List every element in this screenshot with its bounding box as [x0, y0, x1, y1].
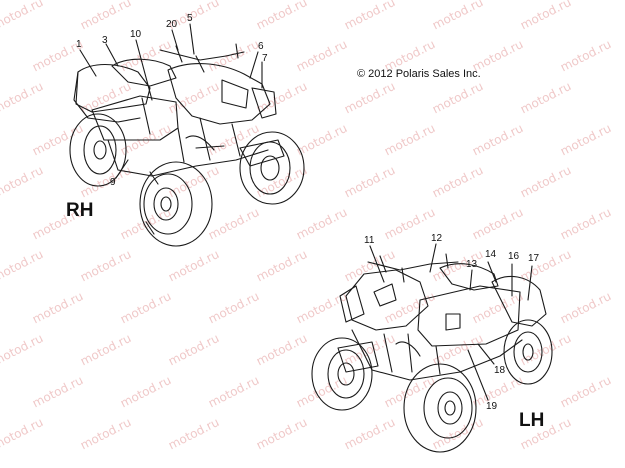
side-label-lh: LH: [519, 410, 545, 431]
callout-lh-17: 17: [528, 253, 540, 264]
callout-rh-10: 10: [130, 29, 142, 40]
callout-lh-11: 11: [364, 235, 375, 246]
callout-lh-19: 19: [486, 401, 498, 412]
callout-rh-1: 1: [76, 39, 82, 50]
callout-rh-3: 3: [102, 35, 108, 46]
atv-lh-illustration: [311, 243, 553, 453]
callout-lh-14: 14: [485, 249, 497, 260]
atv-rh-illustration: [69, 23, 305, 247]
callout-lh-18: 18: [494, 365, 506, 376]
callout-lh-16: 16: [508, 251, 520, 262]
callout-rh-9: 9: [110, 177, 116, 188]
callout-lh-12: 12: [431, 233, 443, 244]
side-label-rh: RH: [66, 200, 94, 221]
callout-rh-7: 7: [262, 53, 268, 64]
callout-rh-6: 6: [258, 41, 264, 52]
copyright-notice: © 2012 Polaris Sales Inc.: [357, 68, 481, 80]
callout-rh-20: 20: [166, 19, 178, 30]
callout-rh-5: 5: [187, 13, 193, 24]
callout-lh-13: 13: [466, 259, 478, 270]
